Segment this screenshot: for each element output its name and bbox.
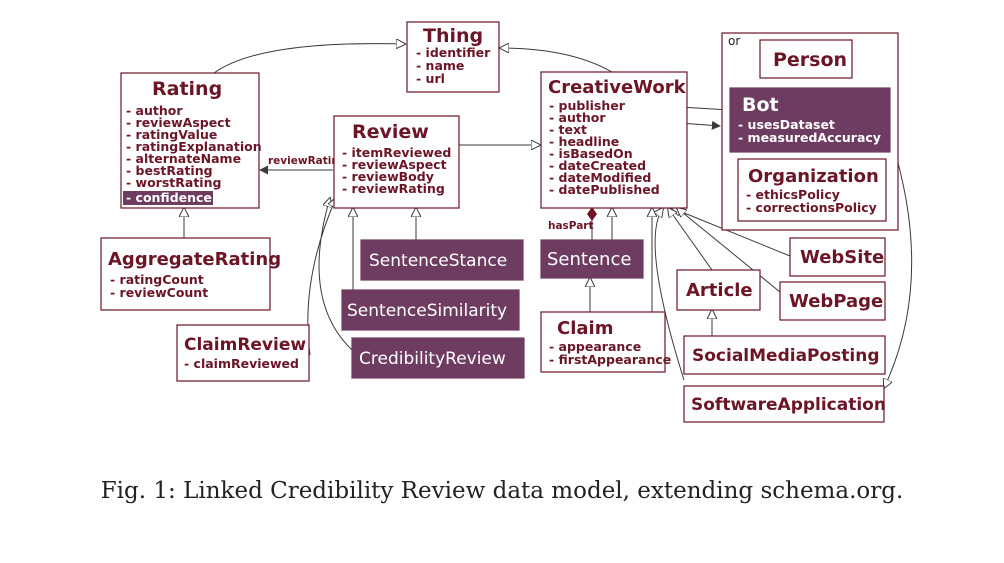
- rating-attr: - alternateName: [126, 151, 241, 166]
- node-sentence: Sentence: [540, 239, 644, 279]
- node-rating: Rating - author - reviewAspect - ratingV…: [120, 72, 262, 209]
- sentencestance-title: SentenceStance: [369, 251, 507, 271]
- aggregaterating-attr: - reviewCount: [110, 285, 208, 300]
- thing-attr: - identifier: [416, 45, 491, 60]
- node-article: Article: [676, 269, 761, 311]
- edge-article-creativework: [668, 208, 713, 271]
- claim-attr: - firstAppearance: [549, 352, 671, 367]
- creativework-attr: - dateCreated: [549, 158, 646, 173]
- review-rating-label: reviewRating: [268, 155, 346, 167]
- rating-attr: - author: [126, 103, 183, 118]
- or-label: or: [728, 34, 740, 48]
- edge-softwareapplication-creativework: [655, 208, 685, 381]
- sentence-title: Sentence: [547, 249, 631, 270]
- creativework-attr: - author: [549, 110, 606, 125]
- rating-attr: - reviewAspect: [126, 115, 231, 130]
- node-claim: Claim - appearance - firstAppearance: [540, 311, 671, 373]
- node-creativework: CreativeWork - publisher - author - text…: [540, 71, 688, 209]
- creativework-attr: - isBasedOn: [549, 146, 633, 161]
- rating-attr: - ratingValue: [126, 127, 217, 142]
- claimreview-attr: - claimReviewed: [184, 356, 299, 371]
- edge-bot-softwareapplication: [884, 141, 913, 388]
- organization-title: Organization: [748, 166, 879, 187]
- node-socialmediaposting: SocialMediaPosting: [683, 335, 886, 375]
- creativework-attr: - publisher: [549, 98, 626, 113]
- bot-attr: - measuredAccuracy: [738, 130, 881, 145]
- node-aggregaterating: AggregateRating - ratingCount - reviewCo…: [100, 237, 281, 311]
- edge-claimreview-review: [307, 198, 336, 356]
- bot-title: Bot: [742, 94, 779, 116]
- creativework-attr: - dateModified: [549, 170, 651, 185]
- thing-attr: - url: [416, 71, 445, 86]
- node-person: Person: [759, 39, 853, 79]
- node-website: WebSite: [789, 237, 886, 277]
- data-model-diagram: reviewRating hasPart or Thing - identifi…: [100, 21, 913, 423]
- node-claimreview: ClaimReview - claimReviewed: [176, 324, 310, 382]
- review-attr: - reviewBody: [342, 169, 434, 184]
- sentencesimilarity-title: SentenceSimilarity: [347, 301, 507, 321]
- softwareapplication-title: SoftwareApplication: [691, 395, 886, 415]
- edge-rating-thing: [213, 44, 405, 74]
- organization-attr: - ethicsPolicy: [746, 187, 840, 202]
- bot-attr: - usesDataset: [738, 117, 835, 132]
- review-attr: - reviewRating: [342, 181, 445, 196]
- edge-credibilityreview-review: [318, 198, 353, 351]
- rating-attr: - bestRating: [126, 163, 213, 178]
- node-organization: Organization - ethicsPolicy - correction…: [737, 158, 887, 222]
- edge-website-creativework: [672, 208, 791, 257]
- review-attr: - reviewAspect: [342, 157, 447, 172]
- node-credibilityreview: CredibilityReview: [351, 337, 525, 379]
- webpage-title: WebPage: [789, 291, 883, 312]
- creativework-title: CreativeWork: [548, 77, 687, 98]
- article-title: Article: [686, 280, 753, 301]
- socialmediaposting-title: SocialMediaPosting: [692, 346, 880, 366]
- rating-title: Rating: [152, 78, 222, 100]
- website-title: WebSite: [800, 247, 884, 268]
- claim-title: Claim: [557, 318, 613, 339]
- node-webpage: WebPage: [779, 281, 886, 321]
- edge-webpage-creativework: [677, 208, 781, 293]
- claimreview-title: ClaimReview: [184, 335, 306, 355]
- rating-attr-confidence: - confidence: [126, 190, 212, 205]
- aggregaterating-title: AggregateRating: [108, 249, 281, 270]
- has-part-label: hasPart: [548, 220, 594, 232]
- thing-attr: - name: [416, 58, 464, 73]
- creativework-attr: - text: [549, 122, 587, 137]
- edge-creativework-thing: [500, 48, 613, 73]
- organization-attr: - correctionsPolicy: [746, 200, 877, 215]
- credibilityreview-title: CredibilityReview: [359, 349, 506, 369]
- creativework-attr: - headline: [549, 134, 619, 149]
- node-review: Review - itemReviewed - reviewAspect - r…: [333, 115, 460, 209]
- node-bot: Bot - usesDataset - measuredAccuracy: [729, 87, 891, 153]
- claim-attr: - appearance: [549, 339, 641, 354]
- review-title: Review: [352, 121, 429, 143]
- node-softwareapplication: SoftwareApplication: [683, 385, 886, 423]
- rating-attr: - ratingExplanation: [126, 139, 262, 154]
- node-sentencestance: SentenceStance: [360, 239, 524, 281]
- review-attr: - itemReviewed: [342, 145, 451, 160]
- person-title: Person: [773, 49, 847, 71]
- node-sentencesimilarity: SentenceSimilarity: [341, 289, 520, 331]
- rating-attr: - worstRating: [126, 175, 221, 190]
- aggregaterating-attr: - ratingCount: [110, 272, 204, 287]
- node-thing: Thing - identifier - name - url: [406, 21, 500, 93]
- thing-title: Thing: [423, 25, 483, 47]
- confidence-highlight: [123, 191, 213, 205]
- figure-caption: Fig. 1: Linked Credibility Review data m…: [100, 478, 904, 504]
- creativework-attr: - datePublished: [549, 182, 660, 197]
